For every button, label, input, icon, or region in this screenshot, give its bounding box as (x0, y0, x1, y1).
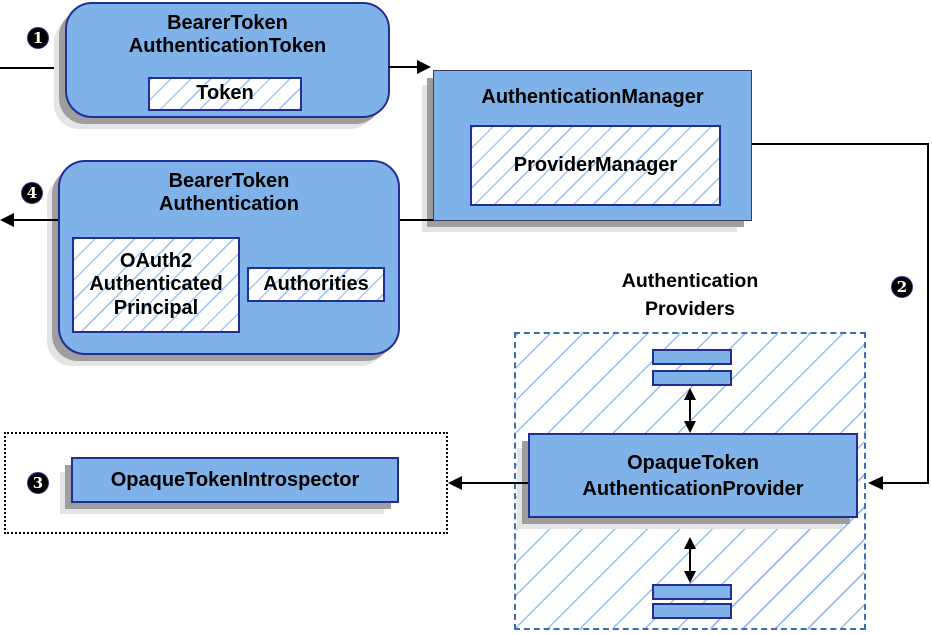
principal-line-2: Authenticated (89, 273, 223, 296)
step-3-badge: 3 (27, 472, 49, 494)
authorities-box: Authorities (247, 267, 385, 302)
step-1-badge: 1 (27, 27, 49, 49)
authorities-label: Authorities (263, 272, 369, 295)
flow-line-4b (8, 219, 58, 221)
bearer-token-authentication-title: BearerToken Authentication (60, 162, 398, 217)
generic-provider-bar (652, 584, 732, 600)
title-line-2: AuthenticationProvider (582, 477, 804, 500)
bearer-token-authentication-token-node: BearerToken AuthenticationToken Token (65, 2, 390, 118)
title-line-1: BearerToken (168, 170, 290, 192)
opaque-token-introspector-node: OpaqueTokenIntrospector (71, 457, 399, 503)
step-4-badge: 4 (21, 182, 43, 204)
opaque-token-introspector-container (4, 432, 448, 534)
opaque-token-authentication-provider-node: OpaqueToken AuthenticationProvider (528, 433, 858, 518)
arrow-up-icon (684, 388, 696, 400)
arrow-shaft (689, 546, 691, 574)
principal-line-1: OAuth2 (119, 249, 193, 272)
generic-provider-bar (652, 349, 732, 365)
arrow-right-icon (417, 60, 431, 74)
label-line-1: Authentication (621, 270, 759, 292)
incoming-request-line (0, 67, 65, 69)
token-label: Token (196, 82, 254, 105)
authentication-manager-node: AuthenticationManager ProviderManager (433, 70, 752, 221)
double-arrow-icon (682, 388, 698, 433)
principal-line-3: Principal (113, 296, 199, 319)
oauth2-authenticated-principal-box: OAuth2 Authenticated Principal (72, 237, 240, 333)
bearer-token-authentication-token-title: BearerToken AuthenticationToken (67, 4, 388, 59)
provider-manager-label: ProviderManager (513, 153, 678, 176)
token-box: Token (148, 77, 302, 111)
flow-line-2b (927, 143, 929, 484)
opaque-token-introspector-label: OpaqueTokenIntrospector (110, 468, 360, 491)
label-line-2: Providers (645, 298, 735, 321)
step-1-number: 1 (32, 29, 44, 47)
arrow-shaft (689, 397, 691, 424)
title-line-1: OpaqueToken (627, 451, 759, 474)
flow-line-1 (388, 66, 418, 68)
arrow-down-icon (684, 421, 696, 433)
title-line-2: Authentication (159, 193, 299, 216)
step-4-number: 4 (26, 184, 38, 202)
opaque-token-authentication-provider-title: OpaqueToken AuthenticationProvider (530, 450, 856, 502)
title-line-2: AuthenticationToken (128, 35, 327, 58)
authentication-providers-label: Authentication Providers (540, 267, 840, 324)
bearer-token-authentication-node: BearerToken Authentication OAuth2 Authen… (58, 160, 400, 355)
step-2-badge: 2 (891, 276, 913, 298)
arrow-left-icon (868, 476, 883, 490)
title-line-1: BearerToken (167, 12, 288, 34)
oauth2-authenticated-principal-label: OAuth2 Authenticated Principal (89, 250, 222, 321)
arrow-down-icon (684, 571, 696, 583)
flow-line-4a (400, 219, 433, 221)
authentication-manager-title: AuthenticationManager (434, 71, 751, 109)
step-3-number: 3 (32, 474, 44, 492)
arrow-left-icon (448, 476, 462, 490)
flow-line-2c (883, 482, 929, 484)
generic-provider-bar (652, 603, 732, 619)
arrow-up-icon (684, 537, 696, 549)
title-line-1: AuthenticationManager (481, 86, 704, 108)
arrow-left-icon (0, 213, 14, 227)
provider-manager-box: ProviderManager (470, 125, 721, 206)
step-2-number: 2 (896, 278, 908, 296)
generic-provider-bar (652, 370, 732, 386)
flow-line-2a (752, 143, 929, 145)
flow-line-3 (462, 482, 528, 484)
double-arrow-icon (682, 537, 698, 583)
